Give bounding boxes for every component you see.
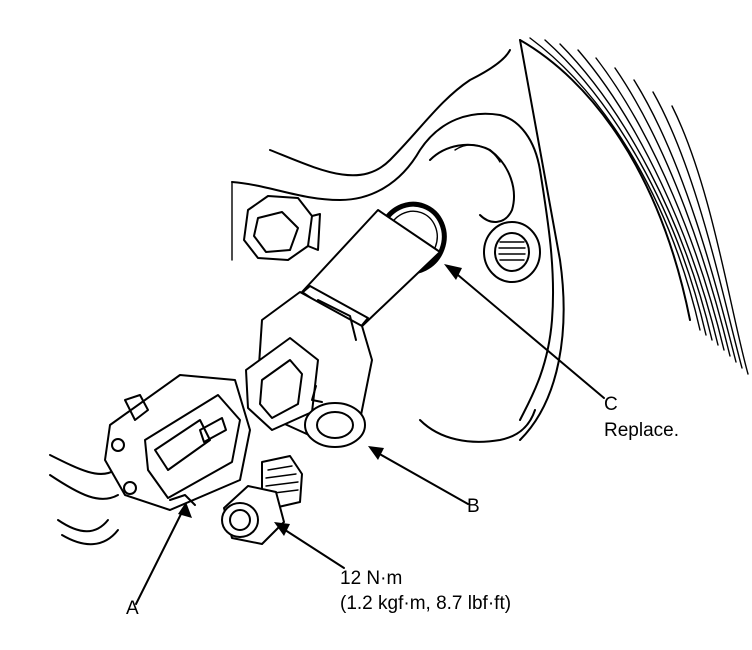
- torque-spec-nm: 12 N·m: [340, 568, 403, 589]
- arrowhead-c: [444, 264, 462, 280]
- arrowhead-a: [178, 502, 192, 518]
- arrowhead-b: [368, 446, 384, 460]
- callout-b-letter: B: [467, 496, 480, 517]
- callout-a-letter: A: [126, 598, 139, 619]
- arrowhead-bolt: [274, 522, 290, 536]
- engine-block-housing: [231, 49, 555, 443]
- tire-illustration: [519, 37, 749, 441]
- leader-lines: [135, 264, 605, 605]
- crankshaft-position-sensor: [245, 209, 441, 448]
- callout-c-note: Replace.: [604, 420, 679, 441]
- hex-nut: [243, 195, 321, 261]
- harness-connector: [49, 374, 251, 546]
- threaded-bolt-hole: [483, 221, 541, 283]
- callout-c-letter: C: [604, 394, 618, 415]
- mounting-bolt: [221, 455, 303, 545]
- torque-spec-alt-units: (1.2 kgf·m, 8.7 lbf·ft): [340, 593, 512, 614]
